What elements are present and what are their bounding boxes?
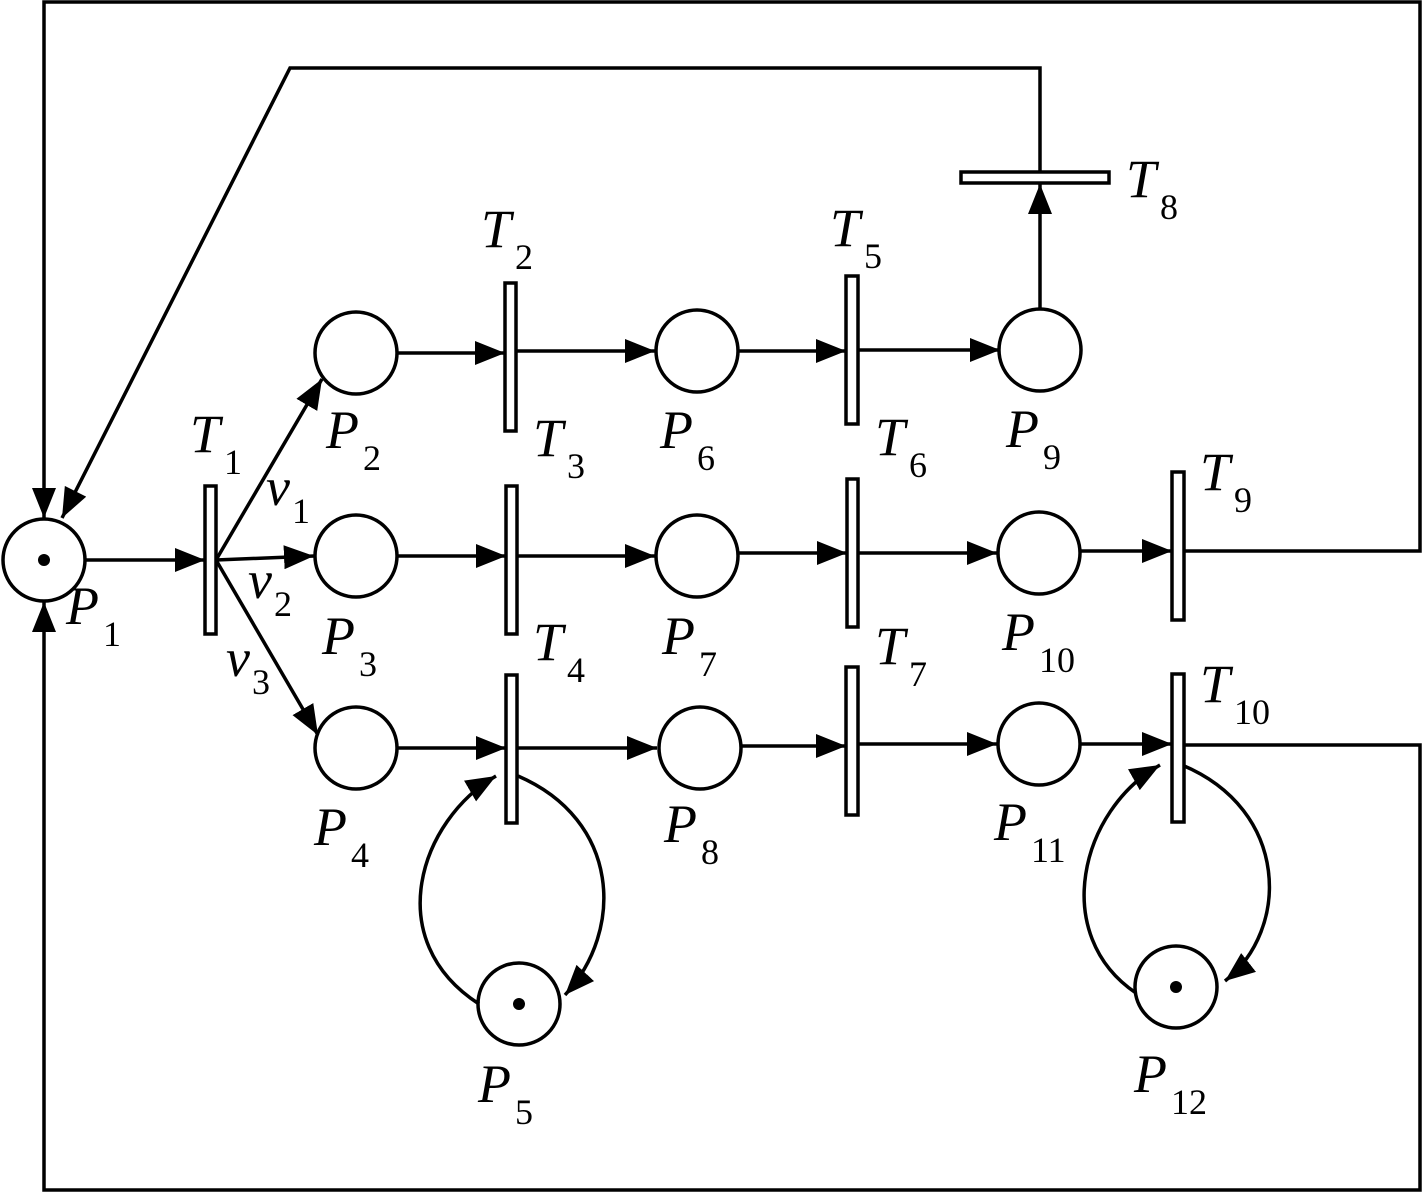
place-p8[interactable] xyxy=(657,705,743,791)
transition-t3[interactable] xyxy=(504,484,519,636)
place-p6[interactable] xyxy=(654,308,740,394)
transition-t6[interactable] xyxy=(845,477,860,629)
arc-t10-p12 xyxy=(1181,763,1272,983)
label-v3: v3 xyxy=(226,628,270,702)
transition-t10[interactable] xyxy=(1170,672,1186,824)
place-p7[interactable] xyxy=(654,513,740,599)
arc-t8-p1 xyxy=(60,66,1042,519)
arc-t9-p1 xyxy=(32,0,1422,553)
token-p12 xyxy=(1170,981,1182,993)
place-p4[interactable] xyxy=(313,705,399,791)
arc-t4-p5 xyxy=(517,774,606,997)
arc-t1-p4 xyxy=(214,559,320,736)
transition-t5[interactable] xyxy=(844,274,860,426)
label-v2: v2 xyxy=(248,550,292,624)
place-p1[interactable] xyxy=(1,517,87,603)
place-p11[interactable] xyxy=(996,701,1082,787)
transition-t7[interactable] xyxy=(844,665,860,817)
transition-t4[interactable] xyxy=(504,673,519,825)
place-p3[interactable] xyxy=(313,513,399,599)
arc-t1-p2 xyxy=(214,378,324,561)
token-p1 xyxy=(38,554,50,566)
transition-t8[interactable] xyxy=(959,170,1111,185)
transition-t2[interactable] xyxy=(503,281,518,433)
arc-p12-t10 xyxy=(1082,763,1161,995)
transition-t1[interactable] xyxy=(203,484,218,636)
transition-t9[interactable] xyxy=(1170,470,1186,622)
place-p10[interactable] xyxy=(996,510,1082,596)
arc-t10-p1 xyxy=(32,602,1422,1192)
place-p2[interactable] xyxy=(313,310,399,396)
arc-p5-t4 xyxy=(418,774,497,1006)
place-p12[interactable] xyxy=(1133,944,1219,1030)
place-p9[interactable] xyxy=(997,307,1083,393)
label-v1: v1 xyxy=(266,457,310,531)
token-p5 xyxy=(513,998,525,1010)
place-p5[interactable] xyxy=(476,961,562,1047)
arc-t1-p3 xyxy=(215,545,315,570)
